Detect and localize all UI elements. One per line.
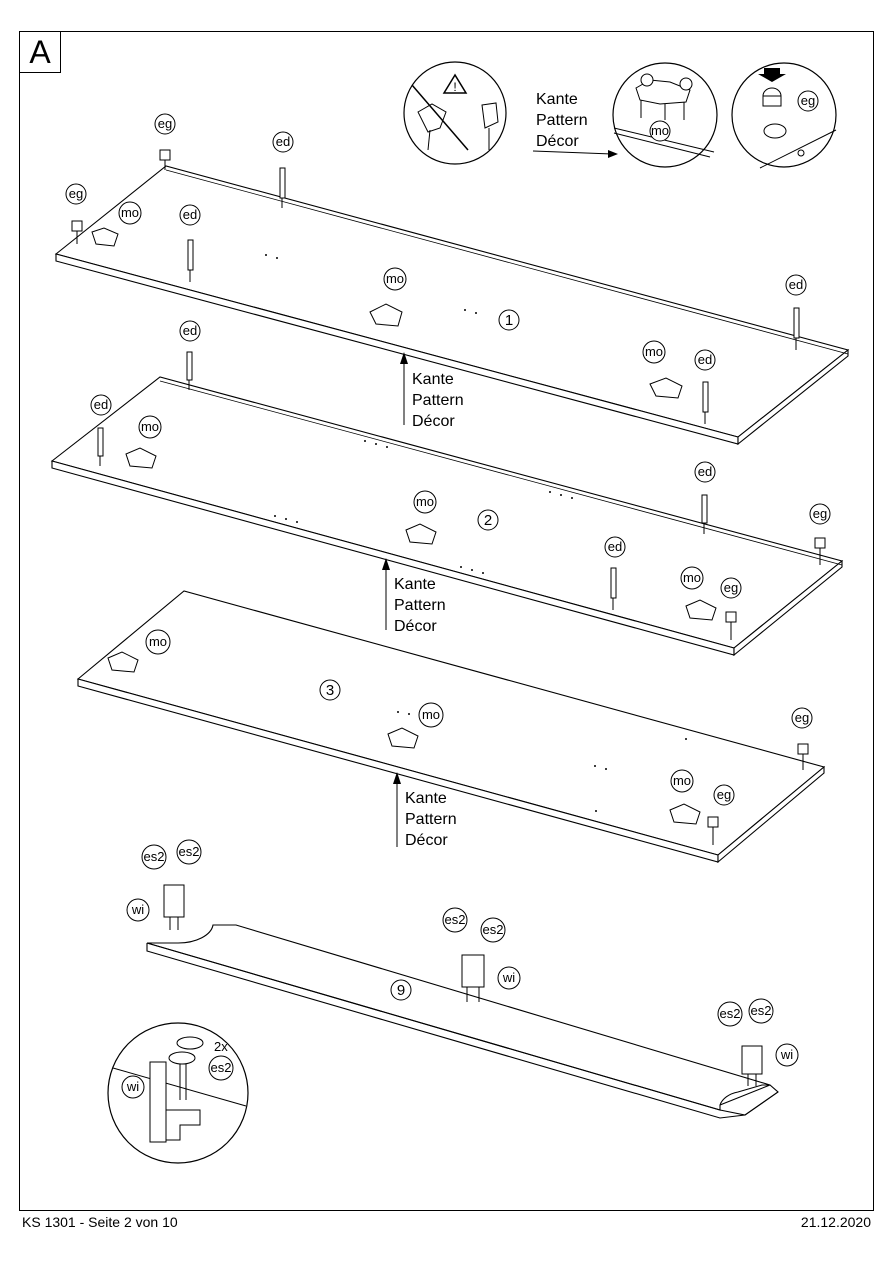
svg-text:eg: eg: [158, 116, 172, 131]
svg-text:eg: eg: [795, 710, 809, 725]
step-letter: A: [19, 31, 61, 73]
svg-text:ed: ed: [608, 539, 622, 554]
svg-text:eg: eg: [813, 506, 827, 521]
exclamation-icon: !: [453, 80, 456, 94]
svg-text:mo: mo: [422, 707, 440, 722]
svg-text:wi: wi: [780, 1047, 793, 1062]
svg-text:Pattern: Pattern: [412, 392, 464, 409]
edge-arrow-3: Kante Pattern Décor: [393, 772, 457, 849]
svg-text:Pattern: Pattern: [536, 112, 588, 129]
svg-text:mo: mo: [386, 271, 404, 286]
svg-text:3: 3: [326, 682, 334, 699]
svg-text:Kante: Kante: [394, 576, 436, 593]
cam-fittings: [71, 149, 826, 845]
hinge-plates: [91, 227, 717, 825]
svg-text:Kante: Kante: [405, 790, 447, 807]
svg-text:ed: ed: [698, 464, 712, 479]
svg-text:es2: es2: [144, 849, 165, 864]
svg-text:wi: wi: [502, 970, 515, 985]
svg-text:es2: es2: [211, 1060, 232, 1075]
svg-text:2: 2: [484, 512, 492, 529]
footer-date: 21.12.2020: [800, 1214, 871, 1230]
svg-text:Décor: Décor: [405, 832, 448, 849]
svg-text:mo: mo: [416, 494, 434, 509]
svg-text:mo: mo: [683, 570, 701, 585]
svg-text:eg: eg: [801, 93, 815, 108]
svg-text:es2: es2: [445, 912, 466, 927]
svg-text:wi: wi: [126, 1079, 139, 1094]
svg-text:Décor: Décor: [394, 618, 437, 635]
svg-text:Kante: Kante: [412, 371, 454, 388]
svg-text:mo: mo: [651, 123, 669, 138]
panel-9: 9: [146, 924, 779, 1119]
svg-text:eg: eg: [717, 787, 731, 802]
svg-text:ed: ed: [183, 323, 197, 338]
svg-text:es2: es2: [751, 1003, 772, 1018]
svg-text:eg: eg: [69, 186, 83, 201]
svg-text:ed: ed: [276, 134, 290, 149]
svg-text:mo: mo: [121, 205, 139, 220]
svg-text:ed: ed: [94, 397, 108, 412]
svg-text:Décor: Décor: [412, 413, 455, 430]
warning-inset: !: [403, 61, 507, 165]
svg-text:9: 9: [397, 982, 405, 999]
edge-arrow-1: Kante Pattern Décor: [400, 352, 464, 430]
svg-text:ed: ed: [183, 207, 197, 222]
page-frame: [19, 31, 874, 1211]
svg-text:Pattern: Pattern: [394, 597, 446, 614]
part-labels: eg ed eg mo ed mo ed ed mo ed ed mo ed m…: [65, 113, 831, 1067]
angle-brackets: [163, 884, 763, 1086]
svg-text:ed: ed: [698, 352, 712, 367]
footer-document-page: KS 1301 - Seite 2 von 10: [22, 1214, 178, 1230]
svg-text:wi: wi: [131, 902, 144, 917]
edge-arrow-2: Kante Pattern Décor: [382, 558, 446, 635]
svg-text:1: 1: [505, 312, 513, 329]
cam-detail-inset: eg: [731, 62, 837, 169]
svg-text:es2: es2: [179, 844, 200, 859]
svg-text:2x: 2x: [214, 1039, 228, 1054]
hole-markers: [265, 254, 687, 812]
svg-text:es2: es2: [720, 1006, 741, 1021]
svg-text:Décor: Décor: [536, 133, 579, 150]
panel-2: 2: [50, 376, 844, 657]
svg-text:mo: mo: [141, 419, 159, 434]
edge-label-top: Kante Pattern Décor: [532, 91, 618, 158]
arrow-down-icon: [758, 68, 786, 82]
svg-text:ed: ed: [789, 277, 803, 292]
svg-text:es2: es2: [483, 922, 504, 937]
bracket-detail-inset: 2x es2 wi: [107, 1022, 249, 1164]
dowels: [97, 167, 800, 610]
svg-text:mo: mo: [645, 344, 663, 359]
panel-3: 3: [76, 590, 826, 864]
panel-1: 1: [54, 165, 850, 446]
svg-text:Pattern: Pattern: [405, 811, 457, 828]
svg-text:Kante: Kante: [536, 91, 578, 108]
hinge-detail-inset: mo: [612, 62, 718, 168]
svg-text:eg: eg: [724, 580, 738, 595]
svg-text:mo: mo: [673, 773, 691, 788]
svg-text:mo: mo: [149, 634, 167, 649]
